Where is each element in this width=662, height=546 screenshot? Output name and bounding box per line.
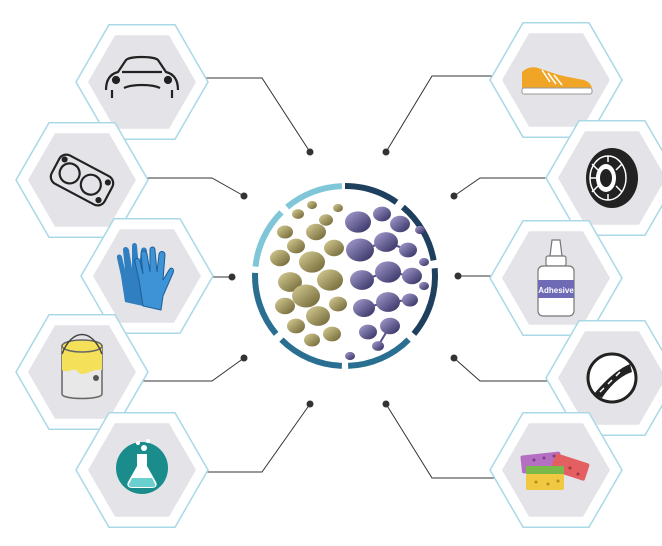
sphere-dot bbox=[350, 270, 374, 290]
sphere-dot bbox=[345, 351, 355, 361]
sphere-dot bbox=[345, 211, 371, 233]
molecular-sphere-icon bbox=[270, 200, 429, 361]
connector-dot bbox=[240, 354, 248, 362]
sphere-dot bbox=[399, 242, 417, 258]
sphere-dot bbox=[402, 293, 418, 307]
sphere-dot bbox=[353, 298, 375, 318]
sphere-dot bbox=[306, 306, 330, 326]
center-hub bbox=[252, 183, 439, 369]
sphere-dot bbox=[323, 326, 341, 342]
sponge-icon bbox=[520, 451, 590, 490]
connector-line bbox=[128, 177, 245, 197]
sphere-dot bbox=[390, 215, 410, 233]
connector-line bbox=[184, 77, 311, 153]
connector-dot bbox=[454, 272, 462, 280]
ring-segment bbox=[347, 337, 411, 369]
ring-segment bbox=[252, 272, 279, 336]
sphere-dot bbox=[375, 261, 401, 283]
connector-line bbox=[385, 75, 512, 153]
ring-segment bbox=[285, 183, 343, 210]
sphere-dot bbox=[292, 209, 304, 219]
ring-segment bbox=[252, 210, 284, 267]
sphere-dot bbox=[419, 257, 429, 267]
sphere-dot bbox=[346, 238, 374, 262]
sphere-dot bbox=[277, 225, 293, 239]
sphere-dot bbox=[275, 297, 295, 315]
ring-segment bbox=[411, 267, 439, 336]
icon-layer: Adhesive bbox=[49, 55, 638, 494]
sphere-dot bbox=[307, 200, 317, 210]
sphere-dot bbox=[292, 284, 320, 308]
connector-dot bbox=[450, 192, 458, 200]
sphere-dot bbox=[270, 249, 290, 267]
right-hexagon-column bbox=[489, 22, 662, 528]
center-ring bbox=[252, 183, 439, 369]
paint-can-icon bbox=[61, 333, 103, 400]
sphere-dot bbox=[419, 281, 429, 291]
ring-segment bbox=[279, 337, 343, 369]
left-hexagon-column bbox=[15, 24, 214, 528]
sphere-dot bbox=[359, 324, 377, 340]
sphere-dot bbox=[415, 225, 425, 235]
connector-dot bbox=[382, 148, 390, 156]
gasket-icon bbox=[49, 153, 115, 207]
sphere-dot bbox=[278, 272, 302, 292]
connector-line bbox=[453, 177, 556, 197]
connector-dot bbox=[228, 273, 236, 281]
sphere-dot bbox=[402, 267, 422, 285]
connector-dot bbox=[382, 400, 390, 408]
sphere-dot bbox=[372, 341, 384, 351]
connector-dot bbox=[240, 192, 248, 200]
connector-line bbox=[385, 403, 512, 479]
sphere-dot bbox=[374, 232, 398, 252]
sphere-dot bbox=[306, 223, 326, 241]
ring-segment bbox=[344, 183, 399, 205]
flask-icon bbox=[116, 439, 168, 494]
sphere-dot bbox=[287, 318, 305, 334]
sphere-dot bbox=[287, 238, 305, 254]
connector-line bbox=[128, 357, 245, 382]
adhesive-bottle-icon: Adhesive bbox=[537, 239, 575, 317]
connector-dot bbox=[306, 148, 314, 156]
sphere-dot bbox=[324, 239, 344, 257]
connector-dot bbox=[450, 354, 458, 362]
sphere-dot bbox=[380, 317, 400, 335]
sphere-dot bbox=[373, 206, 391, 222]
adhesive-label: Adhesive bbox=[538, 286, 574, 295]
sphere-dot bbox=[376, 292, 400, 312]
road-icon bbox=[586, 352, 638, 404]
sphere-dot bbox=[299, 251, 325, 273]
connector-line bbox=[453, 357, 556, 382]
connector-dot bbox=[306, 400, 314, 408]
hexagon-fill bbox=[88, 35, 196, 129]
sphere-dot bbox=[329, 296, 347, 312]
automotive-item bbox=[75, 24, 209, 140]
gloves-icon bbox=[116, 243, 174, 311]
sphere-dot bbox=[319, 214, 333, 226]
sphere-dot bbox=[304, 333, 320, 347]
shoe-icon bbox=[521, 67, 593, 95]
connector-line bbox=[184, 403, 311, 473]
sphere-dot bbox=[317, 269, 343, 291]
sphere-dot bbox=[333, 203, 343, 213]
tire-icon bbox=[586, 148, 638, 208]
car-icon bbox=[104, 55, 180, 98]
